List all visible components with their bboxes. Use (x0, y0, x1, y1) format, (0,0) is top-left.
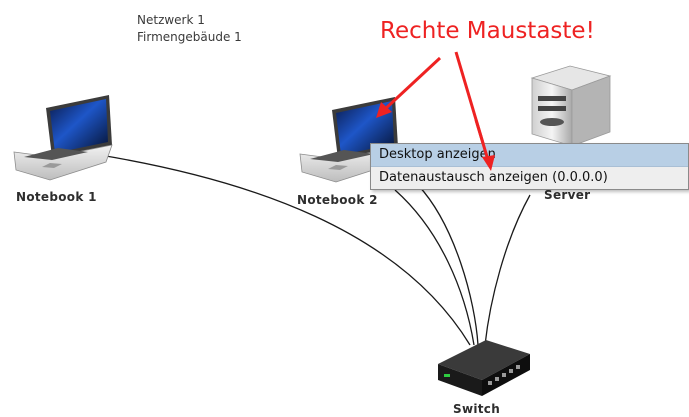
context-menu: Desktop anzeigen Datenaustausch anzeigen… (370, 143, 689, 190)
arrow-head-notebook-2 (376, 102, 392, 118)
server-label: Server (544, 188, 591, 202)
network-label: Netzwerk 1 Firmengebäude 1 (137, 12, 242, 46)
switch-icon (438, 340, 530, 396)
notebook-1-label: Notebook 1 (16, 190, 97, 204)
network-name: Netzwerk 1 (137, 13, 205, 27)
cable-notebook2-switch-b (417, 184, 479, 346)
server-icon (530, 65, 612, 147)
cable-server-switch (484, 194, 531, 346)
menu-item-data-exchange[interactable]: Datenaustausch anzeigen (0.0.0.0) (379, 170, 608, 185)
arrow-to-notebook-2 (382, 56, 442, 112)
annotation-right-click: Rechte Maustaste! (380, 18, 595, 44)
cables (99, 154, 531, 346)
menu-item-desktop[interactable]: Desktop anzeigen (371, 144, 688, 167)
network-location: Firmengebäude 1 (137, 30, 242, 44)
cable-notebook1-switch (99, 154, 471, 346)
switch-label: Switch (453, 402, 501, 416)
notebook-1-icon (13, 95, 113, 181)
notebook-2-label: Notebook 2 (297, 193, 378, 207)
cable-notebook2-switch-a (394, 189, 475, 346)
